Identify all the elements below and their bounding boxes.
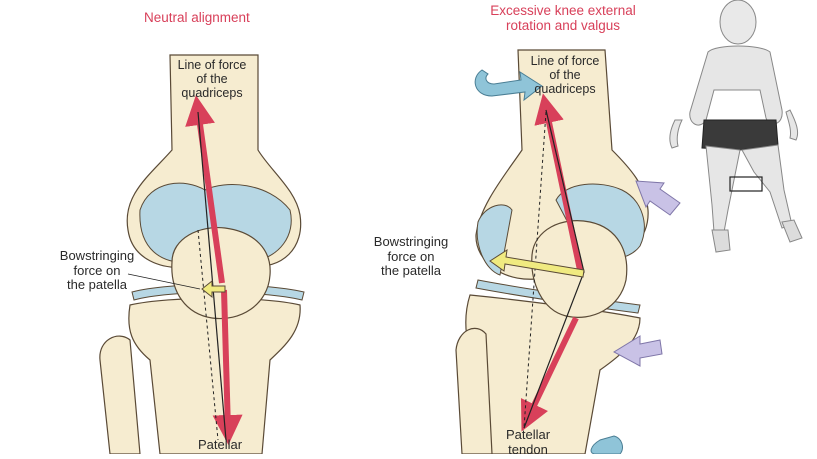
- right-panel-title: Excessive knee external rotation and val…: [476, 3, 650, 33]
- right-tendon-label: Patellar tendon: [496, 427, 560, 457]
- left-quad-force-arrow: [185, 95, 225, 284]
- rotation-arrow-icon: [474, 69, 543, 102]
- right-bow-label-line-2: force on: [387, 248, 435, 264]
- runner-knee-box: [729, 176, 763, 192]
- left-fibula: [99, 335, 141, 455]
- right-lateral-cartilage: [476, 204, 513, 276]
- right-fibula: [455, 327, 493, 455]
- right-bowstring-arrow: [489, 248, 585, 278]
- right-quad-label-line-3: quadriceps: [534, 82, 596, 96]
- left-quad-label-line-2: of the: [196, 72, 228, 86]
- left-bowstring-leader: [127, 273, 201, 290]
- left-bow-label-line-2: force on: [73, 262, 121, 278]
- left-dashed-resultant: [197, 229, 219, 441]
- right-tendon-force-arrow: [520, 316, 579, 432]
- right-tendon-label-line-2: tendon: [508, 441, 548, 457]
- left-bowstring-label: Bowstringing force on the patella: [52, 248, 142, 293]
- left-tendon-force-arrow: [212, 289, 243, 445]
- left-knee: [99, 54, 305, 455]
- valgus-arrow-icon: [612, 335, 663, 367]
- left-bow-label-line-1: Bowstringing: [59, 248, 135, 263]
- rotation-arrow-icon: [590, 435, 623, 455]
- left-bowstring-arrow: [201, 279, 226, 299]
- right-dashed-resultant: [523, 111, 547, 429]
- right-title-line-1: Excessive knee external: [490, 3, 636, 18]
- right-bow-label-line-1: Bowstringing: [373, 234, 449, 249]
- right-bow-label-line-3: the patella: [381, 263, 441, 279]
- left-bow-label-line-3: the patella: [67, 277, 127, 293]
- left-quad-label-line-3: quadriceps: [181, 86, 243, 100]
- left-tendon-label: Patellar: [197, 437, 243, 452]
- right-bowstring-label: Bowstringing force on the patella: [363, 234, 459, 279]
- left-force-line: [197, 111, 227, 441]
- runner-figure-icon: [669, 0, 803, 253]
- left-panel-title: Neutral alignment: [144, 10, 250, 25]
- right-quad-label-line-1: Line of force: [530, 54, 600, 68]
- left-quad-label-line-1: Line of force: [177, 58, 247, 72]
- valgus-arrow-icon: [635, 180, 681, 216]
- right-knee: [455, 49, 649, 455]
- right-tendon-label-line-1: Patellar: [505, 427, 551, 442]
- right-quad-label-line-2: of the: [549, 68, 581, 82]
- left-quad-label: Line of force of the quadriceps: [168, 58, 256, 100]
- right-quad-label: Line of force of the quadriceps: [520, 54, 610, 96]
- right-title-line-2: rotation and valgus: [505, 18, 621, 34]
- left-tibia: [128, 297, 301, 455]
